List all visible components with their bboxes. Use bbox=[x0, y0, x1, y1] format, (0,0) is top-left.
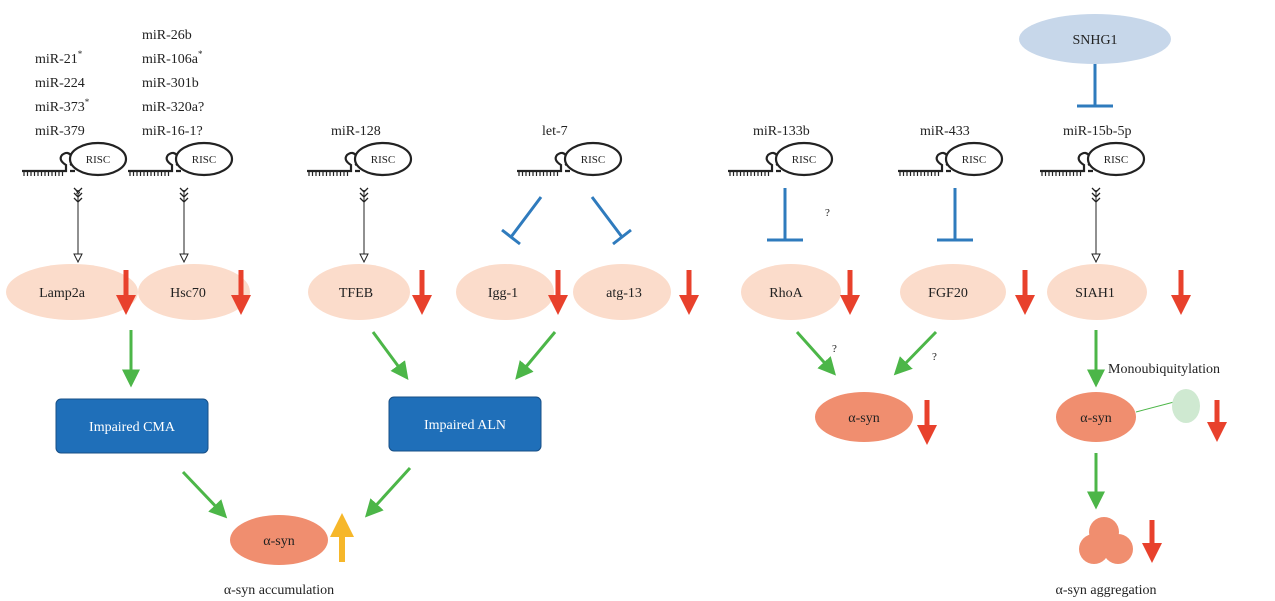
ubiquitin-icon bbox=[1172, 389, 1200, 423]
risc-label: RISC bbox=[86, 154, 110, 166]
mirna-label-mir433: miR-433 bbox=[920, 124, 970, 139]
target-hsc70 bbox=[138, 264, 250, 320]
asyn-label-right: α-syn bbox=[1080, 411, 1111, 426]
targets: Lamp2a Hsc70 TFEB Igg-1 atg-13 RhoA FGF2… bbox=[6, 264, 1147, 320]
risc-label: RISC bbox=[192, 154, 216, 166]
asyn-aggregate-icon bbox=[1079, 517, 1133, 564]
mirna-label: miR-301b bbox=[142, 76, 199, 91]
arrow-tfeb-aln bbox=[371, 331, 409, 381]
inhibit-snhg1-mir15b bbox=[1077, 64, 1113, 108]
arrow-chevrons bbox=[73, 187, 1101, 203]
asyn-label-left: α-syn bbox=[263, 534, 294, 549]
target-lamp2a bbox=[6, 264, 138, 320]
mirna-label: miR-106a* bbox=[142, 49, 203, 67]
mirna-label: miR-320a? bbox=[142, 100, 204, 115]
risc-complex: RISC bbox=[22, 141, 128, 177]
risc-complex: RISC bbox=[128, 141, 234, 177]
mirna-label: miR-21* bbox=[35, 49, 83, 67]
ubiquitin-link bbox=[1135, 401, 1175, 413]
risc-complex: RISC bbox=[517, 141, 623, 177]
target-label-tfeb: TFEB bbox=[339, 286, 373, 301]
box-impaired-aln bbox=[388, 396, 542, 452]
caption-aggregation: α-syn aggregation bbox=[1055, 583, 1156, 598]
inhibit-mir433-fgf20 bbox=[937, 188, 973, 242]
box-label-cma: Impaired CMA bbox=[89, 420, 176, 435]
decrease-arrows bbox=[116, 270, 1227, 563]
risc-label: RISC bbox=[962, 154, 986, 166]
asyn-right bbox=[1056, 392, 1136, 442]
target-igg1 bbox=[456, 264, 554, 320]
target-fgf20 bbox=[900, 264, 1006, 320]
arrow-fgf20-asyn bbox=[893, 330, 938, 376]
question-mark: ? bbox=[932, 351, 937, 363]
risc-complex: RISC bbox=[307, 141, 413, 177]
mirna-group-1: miR-21* miR-224 miR-373* miR-379 bbox=[35, 49, 90, 139]
risc-label: RISC bbox=[1104, 154, 1128, 166]
risc-complexes: RISC RISC RISC RISC RISC RISC RISC bbox=[22, 141, 1146, 177]
asyn-left bbox=[230, 515, 328, 565]
inhibit-let7-atg13 bbox=[590, 196, 632, 246]
mirna-label-mir128: miR-128 bbox=[331, 124, 381, 139]
box-impaired-cma bbox=[55, 398, 209, 454]
mirna-label-mir15b: miR-15b-5p bbox=[1063, 124, 1131, 139]
target-label-hsc70: Hsc70 bbox=[170, 286, 206, 301]
arrow-aln-asyn bbox=[364, 466, 412, 518]
mirna-label: miR-379 bbox=[35, 124, 85, 139]
risc-label: RISC bbox=[792, 154, 816, 166]
mirna-label: miR-373* bbox=[35, 97, 90, 115]
green-arrows bbox=[122, 330, 1105, 519]
asyn-mid bbox=[815, 392, 913, 442]
mirna-label-mir133b: miR-133b bbox=[753, 124, 810, 139]
target-tfeb bbox=[308, 264, 410, 320]
snhg1-label: SNHG1 bbox=[1072, 33, 1117, 48]
target-rhoa bbox=[741, 264, 841, 320]
risc-label: RISC bbox=[371, 154, 395, 166]
risc-label: RISC bbox=[581, 154, 605, 166]
risc-complex: RISC bbox=[728, 141, 834, 177]
question-mark: ? bbox=[825, 207, 830, 219]
mirna-label: miR-26b bbox=[142, 28, 192, 43]
target-label-atg13: atg-13 bbox=[606, 286, 642, 301]
arrow-cma-asyn bbox=[181, 470, 228, 519]
caption-accumulation: α-syn accumulation bbox=[224, 583, 334, 598]
question-mark: ? bbox=[832, 343, 837, 355]
target-label-rhoa: RhoA bbox=[769, 286, 803, 301]
target-siah1 bbox=[1047, 264, 1147, 320]
mirna-group-2: miR-26b miR-106a* miR-301b miR-320a? miR… bbox=[142, 28, 204, 139]
arrow-rhoa-asyn bbox=[795, 330, 837, 376]
mirna-label: miR-224 bbox=[35, 76, 85, 91]
target-label-siah1: SIAH1 bbox=[1075, 286, 1115, 301]
risc-complex: RISC bbox=[898, 141, 1004, 177]
box-label-aln: Impaired ALN bbox=[424, 418, 506, 433]
mirna-label-let7: let-7 bbox=[542, 124, 568, 139]
snhg1-ellipse bbox=[1019, 14, 1171, 64]
inhibition-lines bbox=[501, 188, 973, 246]
mirna-arrows: » bbox=[74, 186, 1100, 262]
target-label-lamp2a: Lamp2a bbox=[39, 286, 86, 301]
asyn-label-mid: α-syn bbox=[848, 411, 879, 426]
target-label-fgf20: FGF20 bbox=[928, 286, 968, 301]
arrow-atg13-aln bbox=[515, 331, 557, 380]
target-label-igg1: Igg-1 bbox=[488, 286, 518, 301]
risc-complex: RISC bbox=[1040, 141, 1146, 177]
mirna-label: miR-16-1? bbox=[142, 124, 203, 139]
target-atg13 bbox=[573, 264, 671, 320]
inhibit-mir133b-rhoa bbox=[767, 188, 803, 242]
monoubiquitylation-label: Monoubiquitylation bbox=[1108, 362, 1220, 377]
inhibit-let7-igg1 bbox=[501, 196, 543, 246]
